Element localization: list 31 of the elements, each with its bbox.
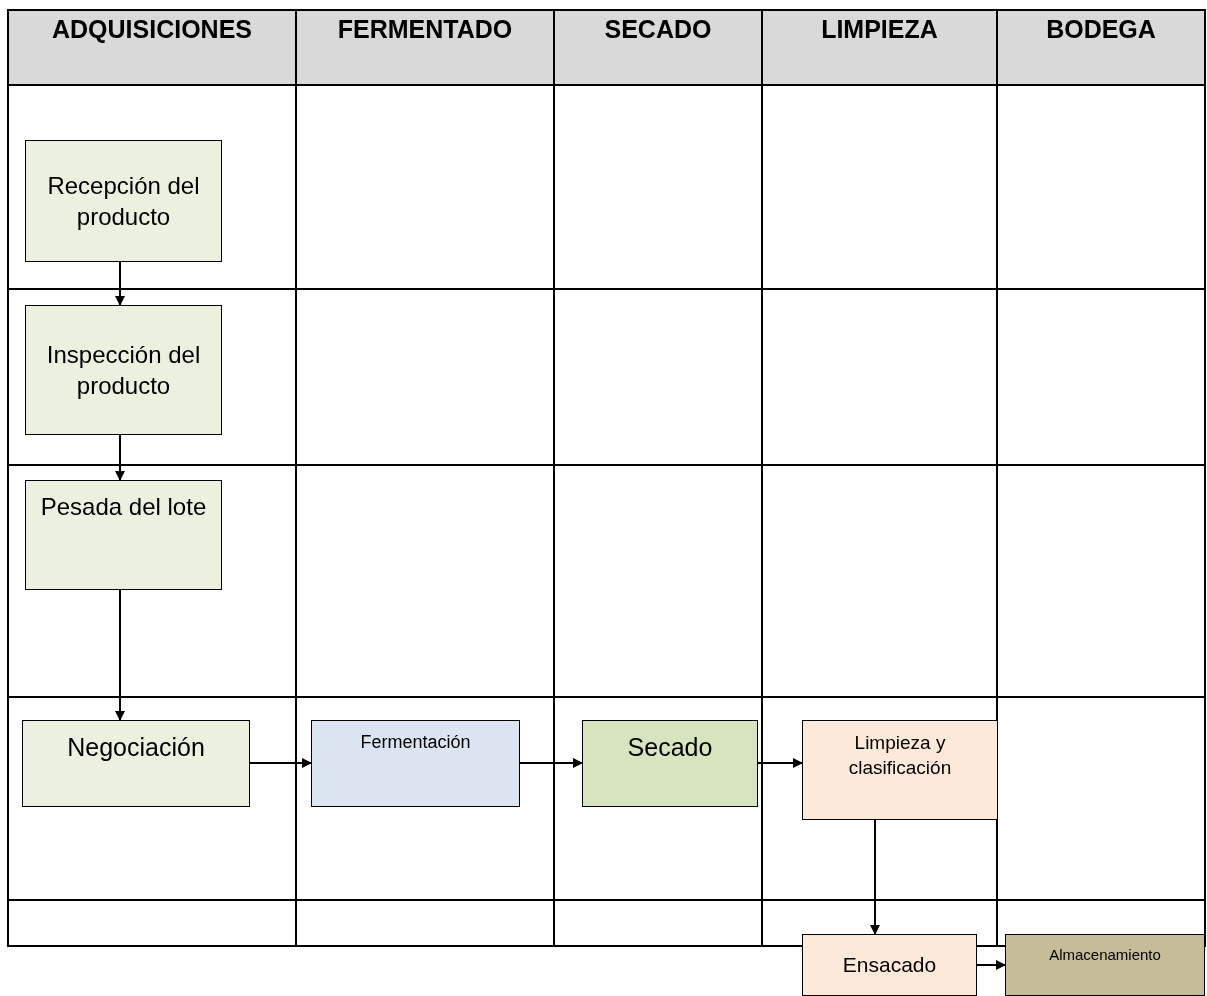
arrow bbox=[249, 758, 312, 768]
step-label: Inspección del producto bbox=[45, 339, 202, 401]
process-box bbox=[25, 140, 222, 262]
step-label: Almacenamiento bbox=[1049, 945, 1161, 965]
lane-header: FERMENTADO bbox=[336, 14, 514, 44]
process-box bbox=[1005, 934, 1205, 996]
process-box bbox=[25, 305, 222, 435]
process-box bbox=[802, 934, 977, 996]
step-label: Limpieza y clasificación bbox=[847, 731, 953, 780]
arrow bbox=[870, 819, 880, 935]
step-label: Recepción del producto bbox=[46, 170, 201, 232]
process-box bbox=[802, 720, 998, 820]
arrow bbox=[115, 261, 125, 306]
step-label: Secado bbox=[627, 732, 713, 763]
lane-header: ADQUISICIONES bbox=[51, 14, 253, 44]
step-label: Negociación bbox=[67, 732, 205, 763]
arrow bbox=[976, 960, 1006, 970]
step-label: Fermentación bbox=[360, 731, 471, 754]
step-label: Pesada del lote bbox=[40, 492, 207, 522]
arrow bbox=[519, 758, 583, 768]
arrow bbox=[115, 589, 125, 721]
lane-header: BODEGA bbox=[1045, 14, 1157, 44]
process-box bbox=[311, 720, 520, 807]
step-label: Ensacado bbox=[842, 952, 937, 979]
process-box bbox=[22, 720, 250, 807]
lane-header: SECADO bbox=[603, 14, 713, 44]
arrow bbox=[757, 758, 803, 768]
process-box bbox=[25, 480, 222, 590]
arrow bbox=[115, 434, 125, 481]
lane-header: LIMPIEZA bbox=[820, 14, 939, 44]
process-box bbox=[582, 720, 758, 807]
